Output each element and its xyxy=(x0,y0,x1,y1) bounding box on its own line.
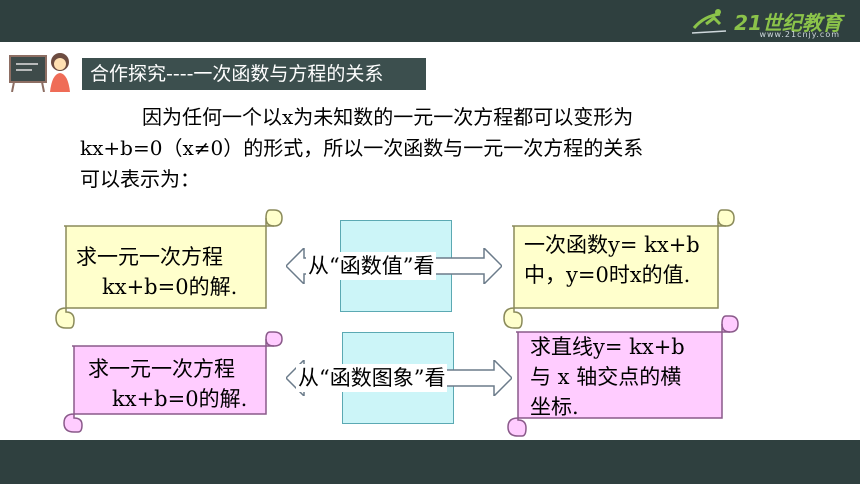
brand-url: www.21cnjy.com xyxy=(759,30,840,39)
scroll-2-line-1: 一次函数y= kx+b xyxy=(524,233,700,257)
bottom-bar xyxy=(0,440,860,484)
runner-logo-icon xyxy=(692,9,727,34)
intro-line-3: 可以表示为： xyxy=(80,167,200,191)
scroll-function-1: 一次函数y= kx+b 中，y=0时x的值. xyxy=(500,208,738,330)
scroll-3-line-1: 求一元一次方程 xyxy=(88,357,235,381)
scroll-equation-1: 求一元一次方程 kx+b=0的解. xyxy=(52,208,286,330)
brand-name: 21世纪教育 xyxy=(734,10,842,35)
teacher-illustration-icon xyxy=(8,50,74,93)
intro-line-2: kx+b=0（x≠0）的形式，所以一次函数与一元一次方程的关系 xyxy=(80,136,644,160)
view-by-value-label: 从“函数值”看 xyxy=(306,252,437,280)
scroll-1-line-1: 求一元一次方程 xyxy=(76,245,223,269)
view-by-graph-label: 从“函数图象”看 xyxy=(296,364,448,392)
brand-logo: 21世纪教育 www.21cnjy.com xyxy=(690,4,842,39)
scroll-function-2: 求直线y= kx+b 与 x 轴交点的横 坐标. xyxy=(504,314,742,438)
scroll-4-line-2: 与 x 轴交点的横 xyxy=(530,365,682,389)
scroll-3-line-2: kx+b=0的解. xyxy=(112,387,248,411)
section-title: 合作探究----一次函数与方程的关系 xyxy=(82,58,426,90)
scroll-4-line-3: 坐标. xyxy=(530,395,579,419)
intro-line-1: 因为任何一个以x为未知数的一元一次方程都可以变形为 xyxy=(142,105,634,129)
scroll-4-line-1: 求直线y= kx+b xyxy=(530,335,685,359)
scroll-equation-2: 求一元一次方程 kx+b=0的解. xyxy=(60,330,286,434)
scroll-2-line-2: 中，y=0时x的值. xyxy=(524,263,691,287)
scroll-1-line-2: kx+b=0的解. xyxy=(102,275,238,299)
intro-paragraph: 因为任何一个以x为未知数的一元一次方程都可以变形为 kx+b=0（x≠0）的形式… xyxy=(80,102,780,195)
